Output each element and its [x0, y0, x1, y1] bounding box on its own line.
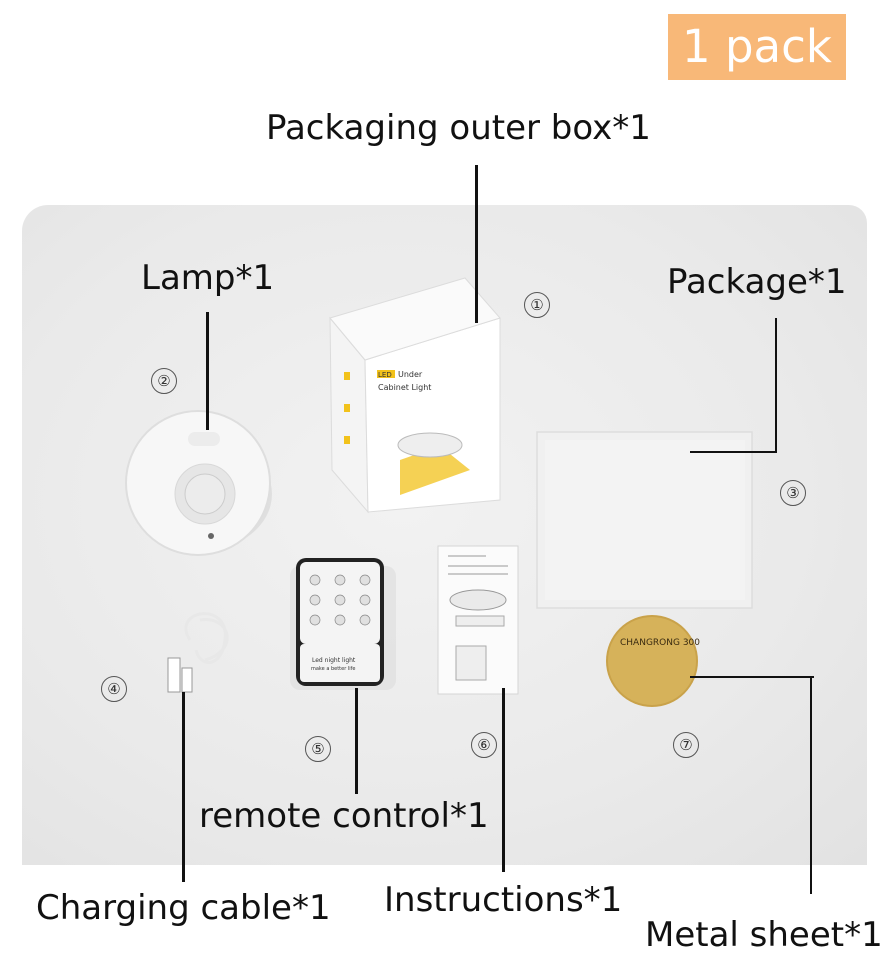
lamp-leader-line: [206, 312, 209, 430]
package-label: Package*1: [667, 262, 847, 302]
box-text-line1: Under: [398, 370, 423, 379]
metal-leader-line-v: [810, 676, 812, 894]
box-brand: LED: [378, 371, 392, 379]
box-text-line2: Cabinet Light: [378, 383, 431, 392]
box-leader-line: [475, 165, 478, 323]
metal-sheet-text: CHANGRONG 300: [620, 638, 700, 648]
usb-a-connector: [167, 657, 181, 693]
lamp-label: Lamp*1: [141, 258, 275, 298]
instructions-leader-line: [502, 688, 505, 872]
lamp-image: [125, 410, 272, 556]
charging-cable-image: [184, 612, 229, 664]
metal-sheet-label: Metal sheet*1: [645, 915, 883, 955]
item-number-2: ②: [151, 368, 177, 394]
remote-leader-line: [355, 688, 358, 794]
packaging-box-image: LED Under Cabinet Light: [329, 277, 501, 514]
remote-text-line2: make a better life: [311, 666, 355, 672]
remote-control-label: remote control*1: [199, 796, 489, 836]
item-number-4: ④: [101, 676, 127, 702]
charging-cable-label: Charging cable*1: [36, 888, 331, 928]
package-image: [536, 431, 753, 609]
metal-sheet-image: CHANGRONG 300: [606, 615, 700, 707]
packaging-outer-box-label: Packaging outer box*1: [266, 108, 651, 148]
cable-leader-line: [182, 692, 185, 882]
item-number-3: ③: [780, 480, 806, 506]
metal-leader-line-h: [690, 676, 814, 678]
instructions-label: Instructions*1: [384, 880, 623, 920]
remote-text-line1: Led night light: [312, 657, 356, 664]
remote-control-image: Led night light make a better life: [290, 558, 396, 690]
usb-c-connector: [181, 667, 193, 693]
package-leader-line-h: [690, 451, 777, 453]
item-number-7: ⑦: [673, 732, 699, 758]
pack-count-badge: 1 pack: [668, 14, 846, 80]
item-number-5: ⑤: [305, 736, 331, 762]
item-number-1: ①: [524, 292, 550, 318]
item-number-6: ⑥: [471, 732, 497, 758]
instructions-image: [437, 545, 519, 695]
package-leader-line-v: [775, 318, 777, 452]
